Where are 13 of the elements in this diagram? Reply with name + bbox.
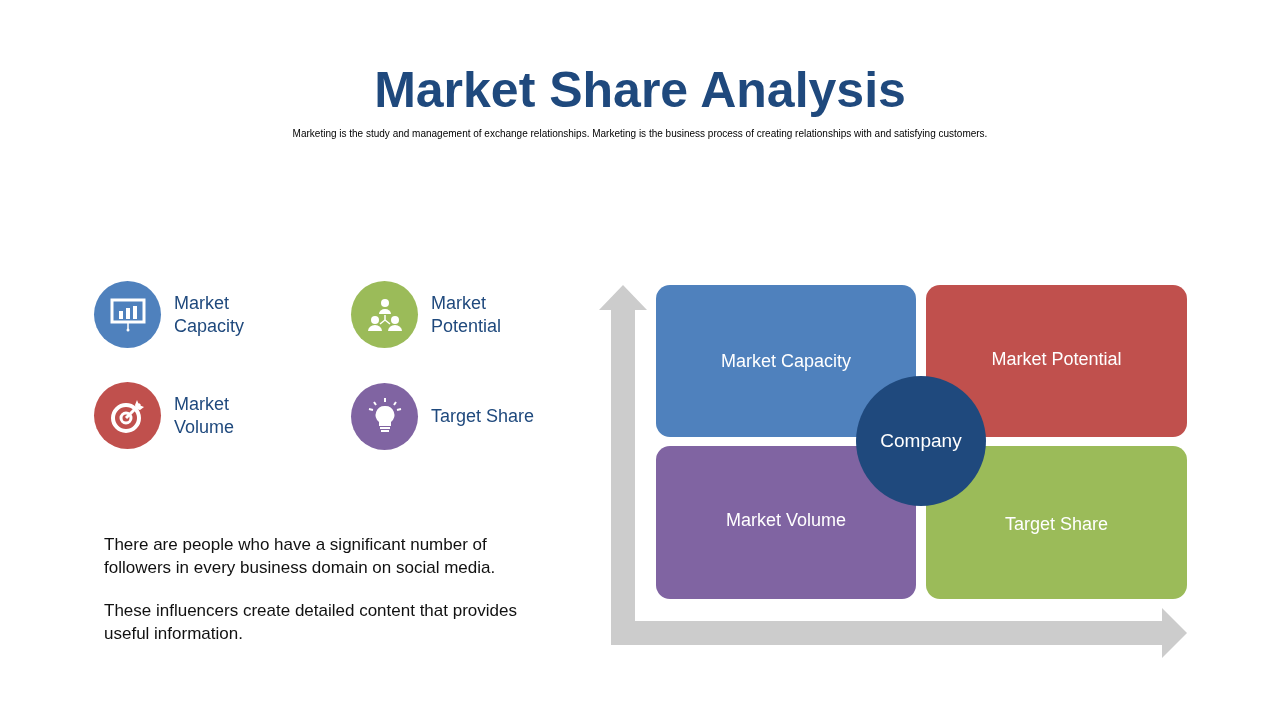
node-label: Company [880,430,962,452]
subtitle: Marketing is the study and management of exchange relationships. Marketing is the business process of creating relationships with and satisfying customers. [291,127,989,141]
body-paragraph: These influencers create detailed content that provides useful information. [104,600,518,645]
legend-text: Target Share [431,405,536,428]
node-label: Target Share [1004,514,1109,535]
title: Market Share Analysis [373,61,907,120]
legend-text: Market Capacity [174,291,246,338]
legend-text: Market Volume [174,392,236,439]
node-label: Market Capacity [720,350,851,372]
body-paragraph: There are people who have a significant number of followers in every business domain on social media. [104,534,497,579]
node-label: Market Potential [991,348,1122,370]
legend-text: Market Potential [431,291,503,338]
node-label: Market Volume [725,510,847,531]
